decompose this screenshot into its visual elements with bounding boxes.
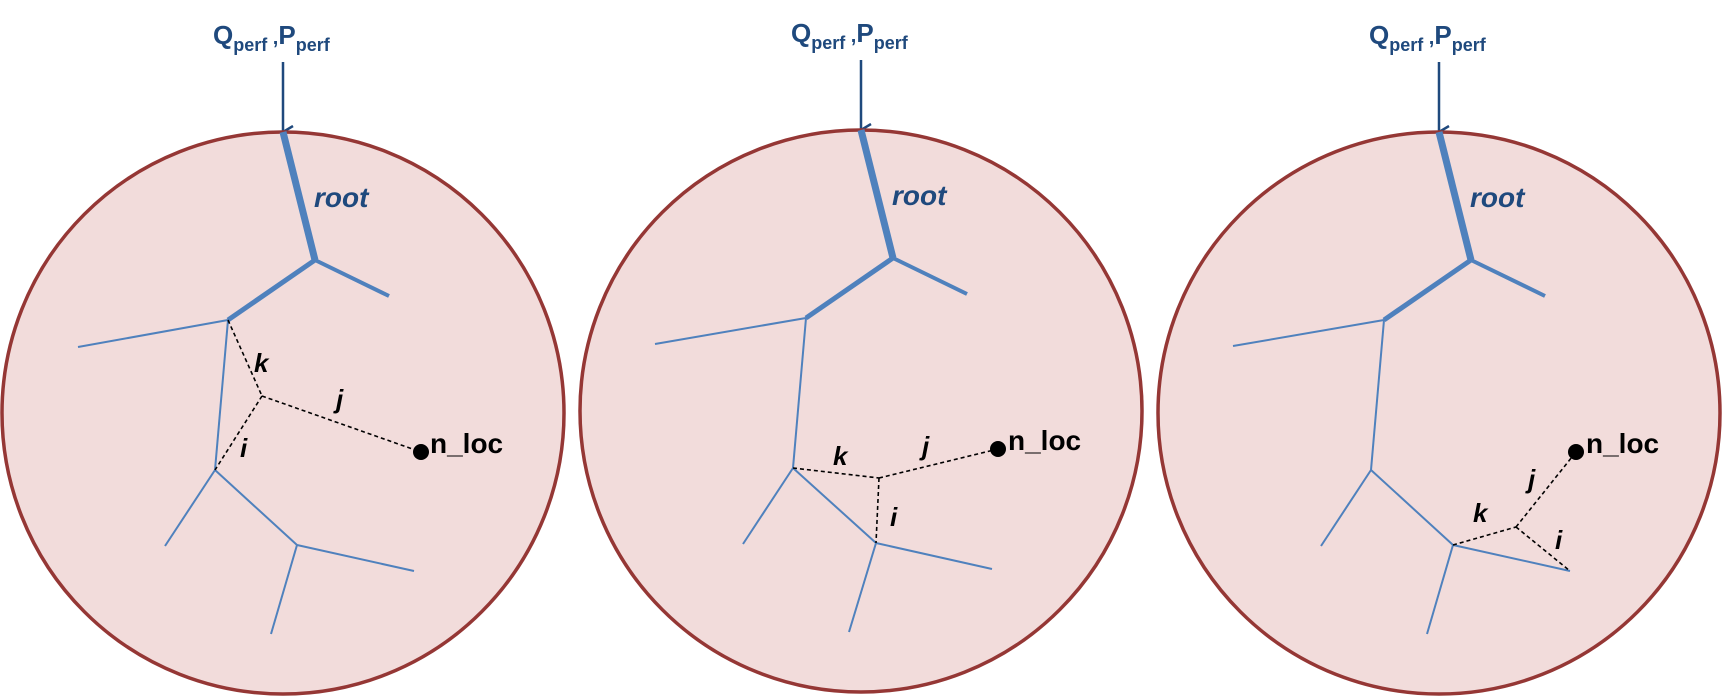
vessel-segment <box>1452 544 1571 572</box>
segment-j-label: j <box>333 384 344 414</box>
vessel-segment <box>214 319 229 471</box>
panel-2: Qperf ,Pperf root k j i n_loc <box>578 18 1144 694</box>
new-node-label: n_loc <box>1008 425 1081 456</box>
segment-j-label: j <box>919 431 930 461</box>
vessel-segment <box>1382 257 1473 323</box>
input-flow-pressure-label: Qperf ,Pperf <box>1369 20 1487 55</box>
vessel-segment <box>1370 319 1385 471</box>
root-segment <box>1435 131 1475 261</box>
vessel-segment <box>654 317 807 345</box>
segment-i-label: i <box>890 502 898 532</box>
vessel-segment <box>164 469 216 547</box>
segment-k-label: k <box>254 348 270 378</box>
candidate-segment-k <box>1452 526 1517 546</box>
root-segment <box>857 129 897 259</box>
vessel-segment <box>848 542 877 633</box>
candidate-segment-k <box>792 467 880 479</box>
vessel-segment <box>77 319 229 348</box>
new-node-dot <box>1568 444 1584 460</box>
new-node-dot <box>990 441 1006 457</box>
perfusion-domain-circle <box>578 128 1144 694</box>
new-node-label: n_loc <box>1586 428 1659 459</box>
perfusion-domain-circle <box>0 130 566 696</box>
candidate-segment-j <box>1515 451 1577 528</box>
vessel-segment <box>296 544 415 572</box>
vessel-segment <box>270 544 298 635</box>
root-label: root <box>1470 182 1526 213</box>
vessel-segment <box>226 257 317 323</box>
vessel-segment <box>875 542 993 570</box>
vessel-segment <box>792 467 877 544</box>
candidate-segment-j <box>261 395 422 453</box>
vessel-segment <box>1470 258 1546 298</box>
segment-i-label: i <box>240 433 248 463</box>
vessel-segment <box>804 255 895 321</box>
input-flow-pressure-label: Qperf ,Pperf <box>791 18 909 53</box>
vessel-segment <box>1232 319 1385 347</box>
vessel-segment <box>792 317 807 469</box>
vessel-segment <box>1426 544 1454 635</box>
segment-k-label: k <box>833 441 849 471</box>
input-flow-pressure-label: Qperf ,Pperf <box>213 20 331 55</box>
new-node-dot <box>413 444 429 460</box>
vessel-segment <box>1320 469 1372 547</box>
vessel-segment <box>214 469 298 546</box>
panel-1: Qperf ,Pperf root k j i n_loc <box>0 20 566 696</box>
segment-k-label: k <box>1473 498 1489 528</box>
root-segment <box>279 131 319 261</box>
root-label: root <box>314 182 370 213</box>
vessel-segment <box>1370 469 1454 546</box>
vessel-segment <box>314 258 390 298</box>
root-label: root <box>892 180 948 211</box>
vessel-segment <box>892 256 968 296</box>
candidate-segment-i <box>875 477 880 544</box>
candidate-segment-i <box>1515 526 1571 572</box>
vessel-segment <box>742 467 794 545</box>
segment-j-label: j <box>1525 464 1536 494</box>
candidate-segment-i <box>214 395 263 471</box>
segment-i-label: i <box>1555 525 1563 555</box>
new-node-label: n_loc <box>430 428 503 459</box>
panel-3: Qperf ,Pperf root k j i n_loc <box>1156 20 1722 696</box>
perfusion-domain-circle <box>1156 130 1722 696</box>
